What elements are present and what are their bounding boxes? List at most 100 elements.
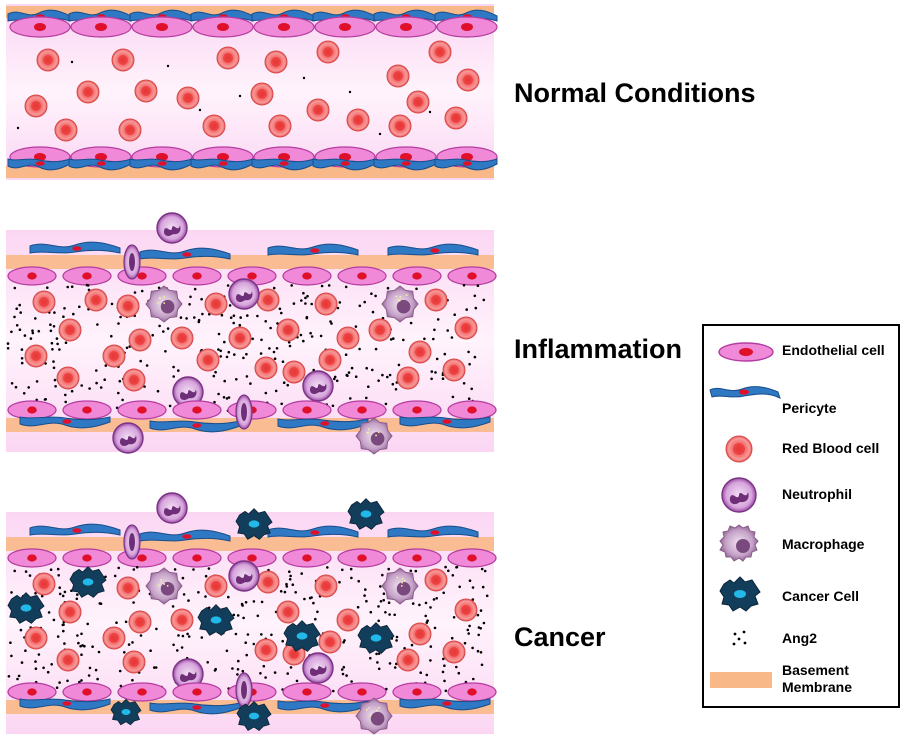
neutrophil	[235, 672, 253, 708]
pericyte	[139, 247, 231, 260]
red-blood-cell	[54, 118, 78, 142]
red-blood-cell	[424, 288, 448, 312]
pericyte	[139, 529, 231, 542]
neutrophil	[235, 394, 253, 430]
pericyte	[267, 243, 359, 256]
macrophage	[145, 285, 183, 323]
macrophage	[355, 417, 393, 455]
cancer-cell	[110, 698, 142, 726]
neutrophil	[302, 370, 334, 402]
cancer-cell	[283, 620, 321, 652]
cancer-cell	[197, 604, 235, 636]
red-blood-cell	[116, 294, 140, 318]
endothelial-cell	[337, 682, 387, 702]
endothelial-cell	[392, 400, 442, 420]
red-blood-cell	[276, 600, 300, 624]
endothelial-cell	[447, 400, 497, 420]
red-blood-cell	[316, 40, 340, 64]
red-blood-cell	[368, 318, 392, 342]
legend-label-neutrophil: Neutrophil	[782, 486, 852, 502]
panel-inflammation	[6, 212, 497, 455]
endothelial-cell	[7, 400, 57, 420]
ang2-molecule	[348, 90, 352, 94]
pericyte	[399, 698, 491, 711]
neutrophil	[123, 244, 141, 280]
endothelial-cell	[375, 16, 437, 38]
legend-label-ang2: Ang2	[782, 630, 817, 646]
endothelial-cell	[392, 266, 442, 286]
endothelial-cell	[447, 682, 497, 702]
red-blood-cell	[424, 568, 448, 592]
red-blood-cell	[318, 630, 342, 654]
ang2-molecule	[378, 132, 382, 136]
red-blood-cell	[454, 316, 478, 340]
panel-title-normal: Normal Conditions	[514, 78, 756, 108]
endothelial-cell	[282, 266, 332, 286]
red-blood-cell	[276, 318, 300, 342]
pericyte	[277, 700, 369, 713]
red-blood-cell	[170, 326, 194, 350]
endothelial-cell	[447, 548, 497, 568]
red-blood-cell	[442, 358, 466, 382]
endothelial-cell-icon	[718, 342, 774, 362]
endothelial-cell	[337, 266, 387, 286]
red-blood-cell	[56, 366, 80, 390]
endothelial-cell	[7, 682, 57, 702]
red-blood-cell	[32, 572, 56, 596]
red-blood-cell	[56, 648, 80, 672]
red-blood-cell	[32, 290, 56, 314]
red-blood-cell	[282, 360, 306, 384]
red-blood-cell	[176, 86, 200, 110]
legend-label-basement-line2: Membrane	[782, 679, 853, 695]
red-blood-cell	[58, 600, 82, 624]
pericyte	[29, 241, 121, 254]
endothelial-cell	[392, 548, 442, 568]
red-blood-cell	[442, 640, 466, 664]
red-blood-cell	[408, 622, 432, 646]
pericyte	[387, 243, 479, 256]
red-blood-cell	[58, 318, 82, 342]
endothelial-cell	[282, 682, 332, 702]
macrophage	[145, 567, 183, 605]
red-blood-cell	[216, 46, 240, 70]
ang2-molecule	[70, 60, 74, 64]
legend-label-cancer-cell: Cancer Cell	[782, 588, 860, 604]
endothelial-cell	[172, 682, 222, 702]
red-blood-cell	[170, 608, 194, 632]
macrophage	[355, 697, 393, 735]
panel-title-inflammation: Inflammation	[514, 334, 683, 364]
panel-title-cancer: Cancer	[514, 622, 606, 652]
red-blood-cell	[36, 48, 60, 72]
red-blood-cell	[408, 340, 432, 364]
endothelial-cell	[7, 548, 57, 568]
endothelial-cell	[337, 400, 387, 420]
endothelial-cell	[62, 548, 112, 568]
red-blood-cell	[346, 108, 370, 132]
cancer-cell	[357, 622, 395, 654]
cancer-cell	[235, 508, 273, 540]
red-blood-cell	[122, 368, 146, 392]
red-blood-cell	[406, 90, 430, 114]
red-blood-cell	[134, 79, 158, 103]
macrophage	[381, 567, 419, 605]
macrophage	[381, 285, 419, 323]
pericyte	[399, 416, 491, 429]
neutrophil	[123, 524, 141, 560]
neutrophil	[156, 492, 188, 524]
endothelial-cell	[392, 682, 442, 702]
cancer-cell	[69, 566, 107, 598]
pericyte	[387, 525, 479, 538]
ang2-molecule	[16, 126, 20, 130]
cancer-cell-icon	[719, 576, 761, 612]
red-blood-cell	[256, 570, 280, 594]
neutrophil	[112, 422, 144, 454]
red-blood-cell	[388, 114, 412, 138]
red-blood-cell	[336, 608, 360, 632]
cancer-cell	[236, 700, 272, 732]
red-blood-cell	[396, 648, 420, 672]
red-blood-cell	[24, 94, 48, 118]
red-blood-cell	[444, 106, 468, 130]
ang2-molecule	[166, 64, 170, 68]
red-blood-cell	[264, 50, 288, 74]
ang2-molecule	[302, 76, 306, 80]
